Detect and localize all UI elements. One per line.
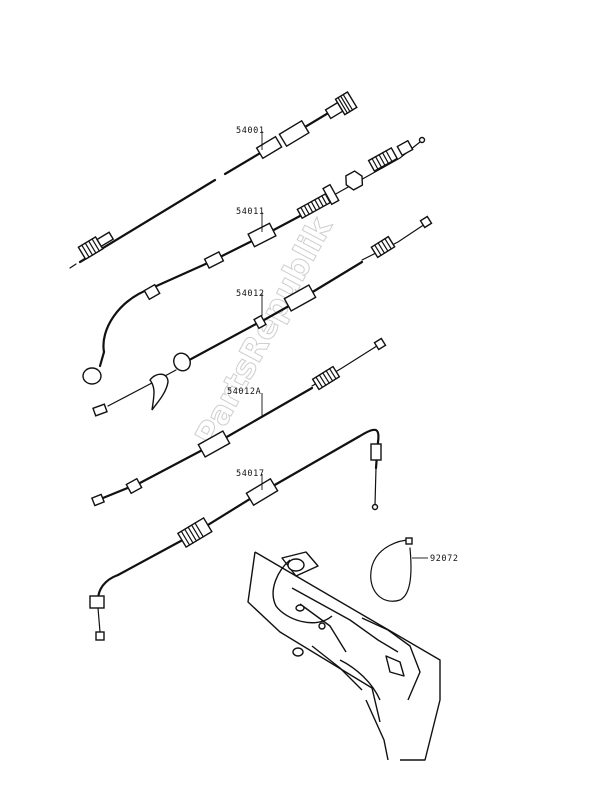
cable-54012a[interactable] bbox=[90, 337, 387, 507]
cable-54017[interactable] bbox=[89, 428, 382, 641]
cable-54011[interactable] bbox=[82, 136, 426, 385]
part-label-54001: 54001 bbox=[236, 126, 265, 136]
part-label-54012: 54012 bbox=[236, 289, 265, 299]
cable-54012[interactable] bbox=[92, 215, 433, 417]
clamp-92072[interactable] bbox=[370, 537, 428, 602]
part-label-92072: 92072 bbox=[430, 554, 459, 564]
part-label-54011: 54011 bbox=[236, 207, 265, 217]
part-label-54017: 54017 bbox=[236, 469, 265, 479]
frame-illustration bbox=[247, 551, 441, 761]
part-label-54012a: 54012A bbox=[227, 387, 261, 397]
cable-54001[interactable] bbox=[69, 91, 358, 269]
